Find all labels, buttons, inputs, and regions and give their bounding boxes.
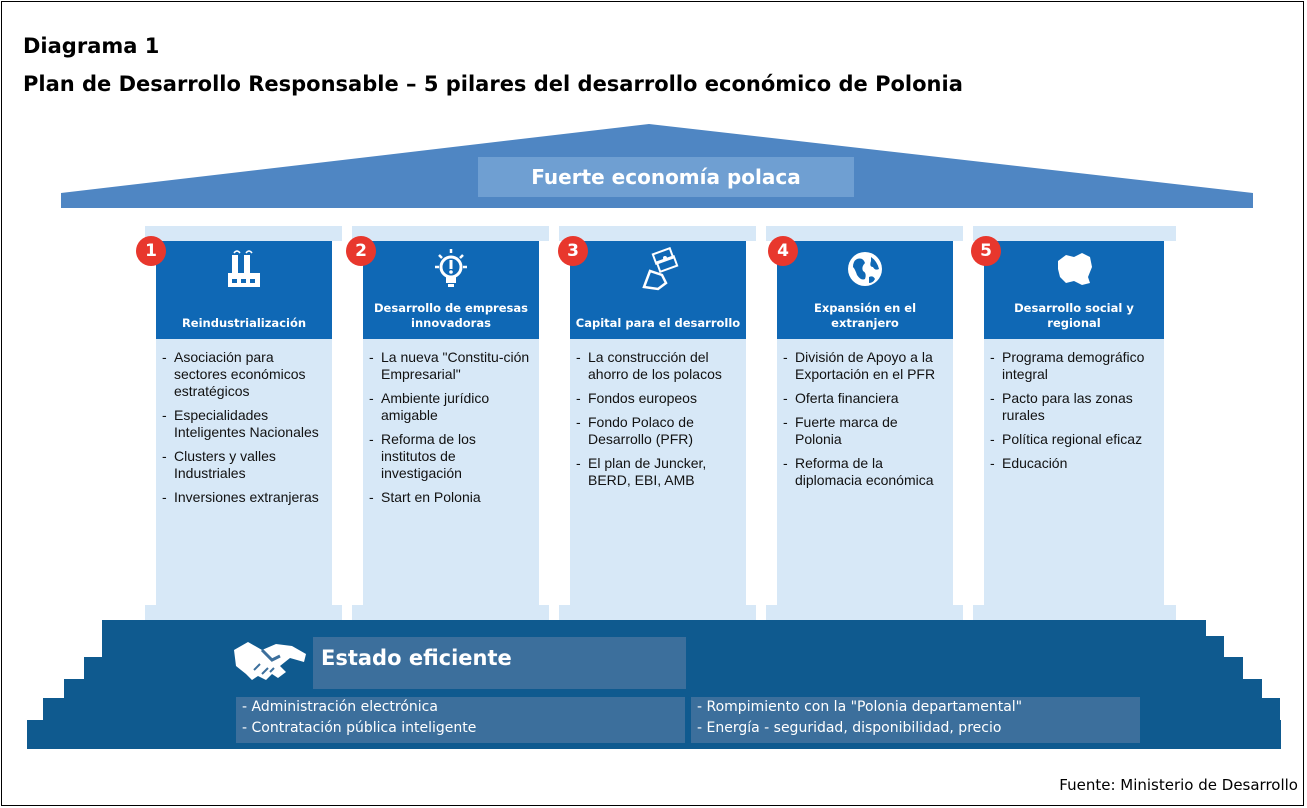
foundation-item: - Energía - seguridad, disponibilidad, p… (697, 720, 1002, 736)
foundation-item: - Rompimiento con la "Polonia departamen… (697, 699, 1023, 715)
pillar-header: Desarrollo de empresas innovadoras (363, 241, 539, 339)
pillar-item: Pacto para las zonas rurales (990, 390, 1156, 424)
diagram-title: Plan de Desarrollo Responsable – 5 pilar… (23, 72, 963, 96)
pillar-item: Asociación para sectores económicos estr… (162, 349, 324, 400)
pillar-title: Desarrollo social y regional (1014, 301, 1134, 330)
pillar-item: Fondos europeos (576, 390, 738, 407)
pillar-items: División de Apoyo a la Exportación en el… (777, 339, 953, 489)
factory-icon (222, 247, 266, 291)
foundation-left-list: - Administración electrónica - Contratac… (236, 697, 685, 743)
pillar-number-badge: 1 (136, 236, 166, 266)
pillar-item: Reforma de los institutos de investigaci… (369, 431, 531, 482)
pillar-item: Start en Polonia (369, 489, 531, 506)
pillar-item: Política regional eficaz (990, 431, 1156, 448)
pillar-items: La nueva "Constitu-ción Empresarial" Ambi… (363, 339, 539, 506)
pillar-capital (352, 226, 549, 241)
pillar-items: Asociación para sectores económicos estr… (156, 339, 332, 506)
pillar-item: Ambiente jurídico amigable (369, 390, 531, 424)
diagram-number: Diagrama 1 (23, 34, 160, 58)
pillar-item: Educación (990, 455, 1156, 472)
globe-icon (843, 247, 887, 291)
pillar-item: Clusters y valles Industriales (162, 448, 324, 482)
pillar-base (973, 605, 1176, 620)
pillar-item: Programa demográfico integral (990, 349, 1156, 383)
pillar-items: Programa demográfico integralPacto para … (984, 339, 1164, 472)
handshake-icon (234, 642, 306, 680)
pillar-body: Programa demográfico integralPacto para … (984, 339, 1164, 605)
foundation-label: Estado eficiente (321, 646, 512, 670)
pillar-item: Inversiones extranjeras (162, 489, 324, 506)
pillar-item: División de Apoyo a la Exportación en el… (783, 349, 945, 383)
pillar-number-badge: 4 (768, 236, 798, 266)
pillar-title: Expansión en el extranjero (813, 301, 917, 330)
pillar-item: La nueva "Constitu-ción Empresarial" (369, 349, 531, 383)
pillar-number-badge: 5 (971, 236, 1001, 266)
pillar-title: Reindustrialización (181, 316, 307, 330)
pillar-title: Desarrollo de empresas innovadoras (374, 301, 528, 330)
foundation-label-box (313, 637, 686, 689)
pillar-item: Oferta financiera (783, 390, 945, 407)
pillar-item: La construcción del ahorro de los polaco… (576, 349, 738, 383)
money-hand-icon (636, 246, 680, 291)
pillar-items: La construcción del ahorro de los polaco… (570, 339, 746, 489)
pillar-item: Reforma de la diplomacia económica (783, 455, 945, 489)
pillar-item: Fuerte marca de Polonia (783, 414, 945, 448)
pillar-body: La nueva "Constitu-ción Empresarial" Ambi… (363, 339, 539, 605)
source-note: Fuente: Ministerio de Desarrollo (1059, 776, 1298, 794)
pillar-base (766, 605, 963, 620)
pillar-item: Fondo Polaco de Desarrollo (PFR) (576, 414, 738, 448)
foundation-item: - Administración electrónica (242, 699, 438, 715)
foundation-right-list: - Rompimiento con la "Polonia departamen… (691, 697, 1140, 743)
pillar-capital (973, 226, 1176, 241)
lightbulb-icon (429, 247, 473, 291)
pillar-number-badge: 2 (346, 236, 376, 266)
pillar-title: Capital para el desarrollo (575, 316, 741, 330)
pillar-body: División de Apoyo a la Exportación en el… (777, 339, 953, 605)
pillar-capital (559, 226, 756, 241)
pillar-number-badge: 3 (558, 236, 588, 266)
pillar-item: El plan de Juncker, BERD, EBI, AMB (576, 455, 738, 489)
roof-label: Fuerte economía polaca (478, 157, 854, 197)
pillar-capital (766, 226, 963, 241)
pillar-header: Capital para el desarrollo (570, 241, 746, 339)
pillar-body: La construcción del ahorro de los polaco… (570, 339, 746, 605)
pillar-base (145, 605, 342, 620)
pillar-base (559, 605, 756, 620)
pillar-capital (145, 226, 342, 241)
pillar-body: Asociación para sectores económicos estr… (156, 339, 332, 605)
pillar-header: Expansión en el extranjero (777, 241, 953, 339)
foundation-item: - Contratación pública inteligente (242, 720, 477, 736)
pillar-header: Reindustrialización (156, 241, 332, 339)
pillar-base (352, 605, 549, 620)
poland-map-icon (1052, 247, 1096, 291)
pillar-header: Desarrollo social y regional (984, 241, 1164, 339)
pillar-item: Especialidades Inteligentes Nacionales (162, 407, 324, 441)
